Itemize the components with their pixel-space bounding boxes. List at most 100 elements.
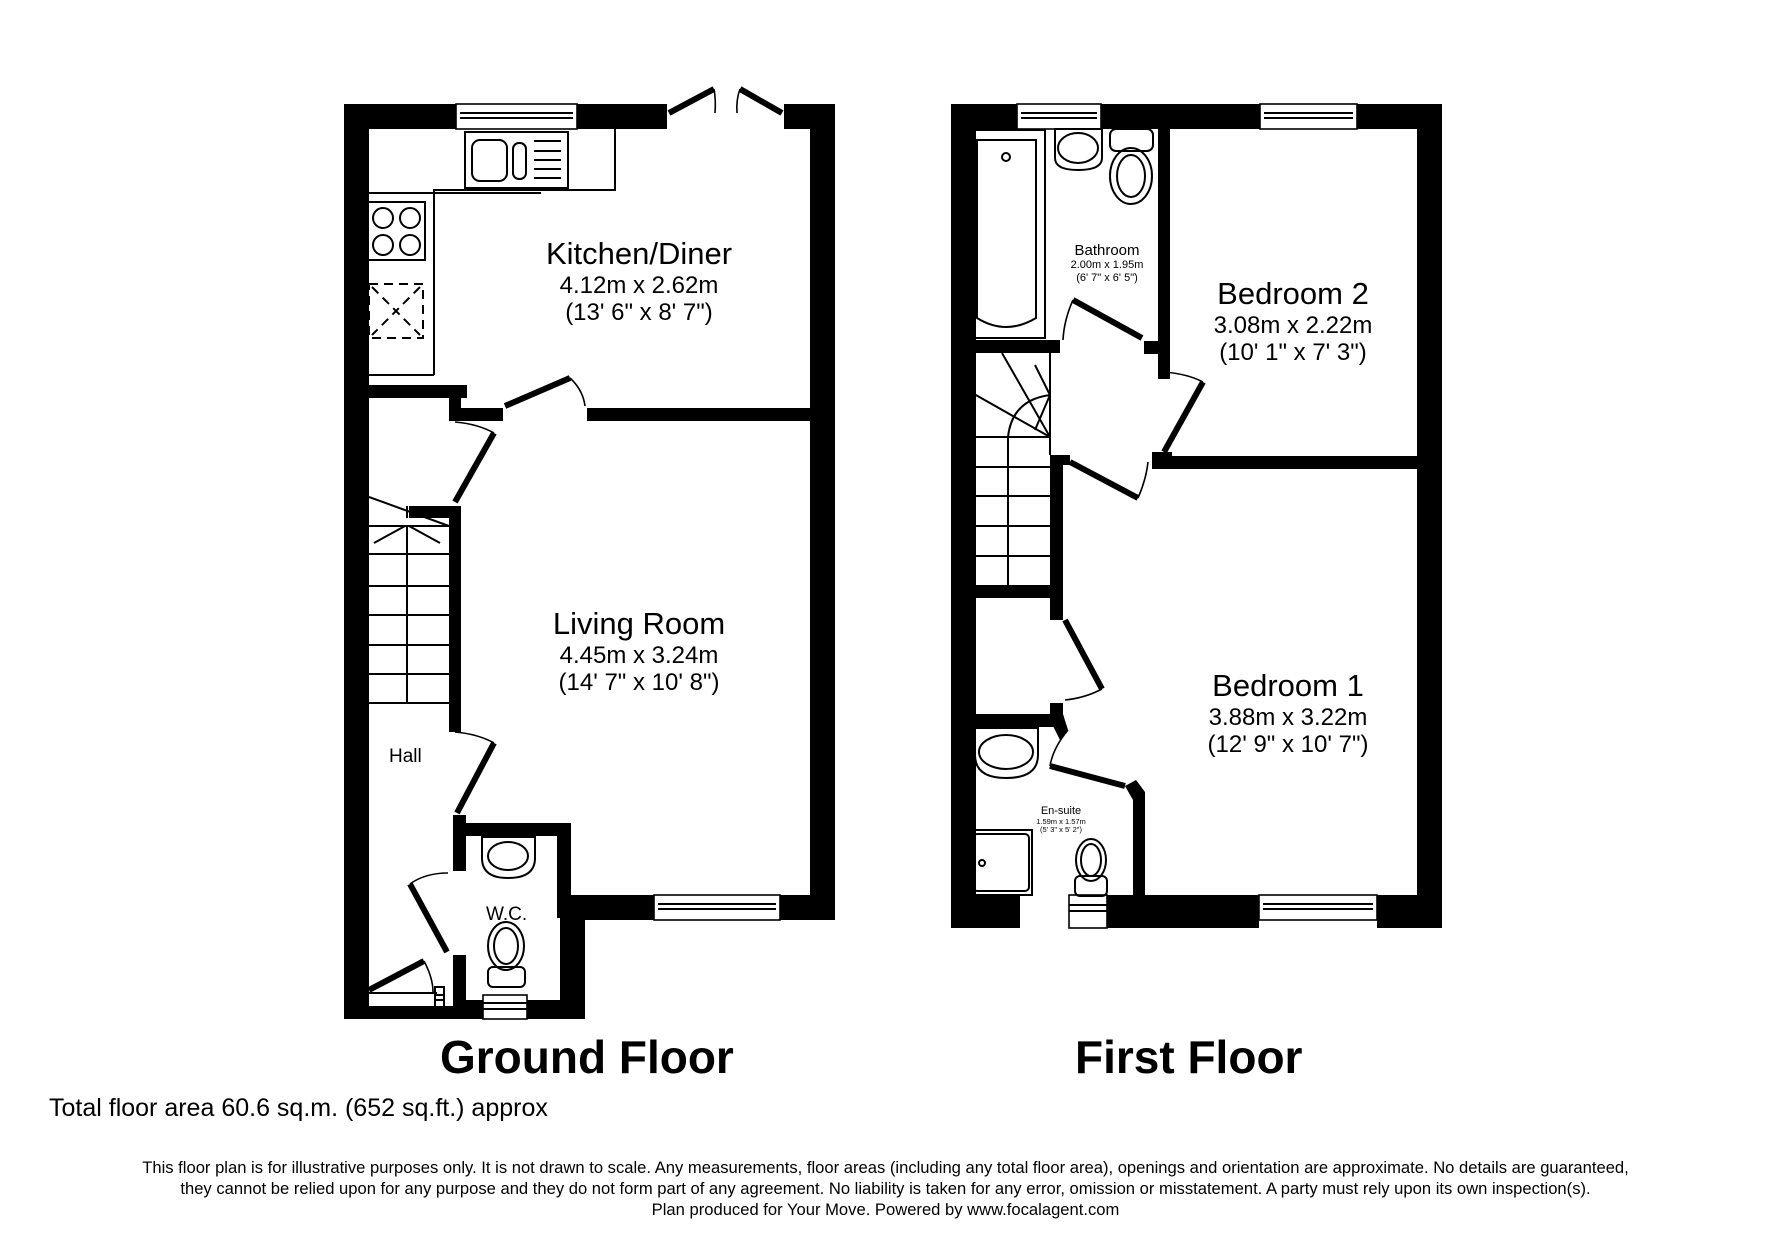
wall xyxy=(557,823,571,918)
wall xyxy=(1107,895,1259,928)
disclaimer-line: they cannot be relied upon for any purpo… xyxy=(180,1179,1591,1198)
floor-title-first: First Floor xyxy=(1075,1031,1303,1083)
room-metric: 4.45m x 3.24m xyxy=(559,641,719,669)
room-name: En-suite xyxy=(1040,805,1082,817)
wall xyxy=(1152,456,1417,469)
shower-tray-icon xyxy=(967,829,1033,896)
wall xyxy=(1152,452,1172,462)
room-imperial: (13' 6" x 8' 7") xyxy=(565,299,713,327)
basin-icon xyxy=(481,836,536,880)
room-metric: 3.08m x 2.22m xyxy=(1213,311,1373,339)
room-imperial: (10' 1" x 7' 3") xyxy=(1219,339,1367,367)
basin-icon xyxy=(974,727,1039,780)
room-name: Living Room xyxy=(552,606,726,641)
wall xyxy=(967,714,1063,727)
room-label-kitchen-diner: Kitchen/Diner 4.12m x 2.62m (13' 6" x 8'… xyxy=(514,236,764,327)
room-label-bedroom-1: Bedroom 1 3.88m x 3.22m (12' 9" x 10' 7"… xyxy=(1160,668,1416,759)
wall xyxy=(951,104,1017,129)
ground-floor-plan xyxy=(344,86,835,1020)
toilet-icon xyxy=(1109,128,1154,205)
wall xyxy=(1144,341,1170,354)
door xyxy=(454,731,497,815)
wall xyxy=(574,895,654,920)
toilet-icon xyxy=(487,921,526,988)
window xyxy=(1259,103,1358,130)
room-imperial: (6' 7" x 6' 5") xyxy=(1076,271,1138,284)
window xyxy=(1016,103,1102,130)
bathtub-icon xyxy=(968,129,1046,339)
wall xyxy=(951,895,1020,928)
wall xyxy=(587,408,810,421)
room-metric: 4.12m x 2.62m xyxy=(559,271,719,299)
door xyxy=(452,421,497,504)
room-name: Bathroom xyxy=(1074,242,1140,259)
window xyxy=(1068,894,1108,929)
wall xyxy=(967,585,1057,598)
room-label-en-suite: En-suite 1.59m x 1.57m (5' 3" x 5' 2") xyxy=(1021,805,1101,835)
room-imperial: (12' 9" x 10' 7") xyxy=(1207,731,1369,759)
window xyxy=(482,994,528,1020)
window xyxy=(1258,894,1378,921)
disclaimer-line: This floor plan is for illustrative purp… xyxy=(142,1158,1629,1177)
wall xyxy=(577,104,667,129)
room-label-bedroom-2: Bedroom 2 3.08m x 2.22m (10' 1" x 7' 3") xyxy=(1170,276,1416,367)
room-label-living-room: Living Room 4.45m x 3.24m (14' 7" x 10' … xyxy=(514,606,764,697)
room-label-wc: W.C. xyxy=(486,904,527,926)
wall xyxy=(369,385,467,398)
floor-title-ground: Ground Floor xyxy=(440,1031,734,1083)
total-floor-area: Total floor area 60.6 sq.m. (652 sq.ft.)… xyxy=(49,1094,548,1122)
room-label-hall: Hall xyxy=(389,746,422,768)
door xyxy=(1062,618,1105,701)
door xyxy=(1049,729,1126,789)
appliance-space-icon xyxy=(368,283,424,339)
room-metric: 2.00m x 1.95m xyxy=(1070,259,1144,272)
wall xyxy=(453,955,466,1015)
wall xyxy=(1158,129,1170,379)
room-label-bathroom: Bathroom 2.00m x 1.95m (6' 7" x 6' 5") xyxy=(1049,242,1165,285)
wall xyxy=(1050,455,1070,465)
wall xyxy=(1101,104,1260,129)
disclaimer-line: Plan produced for Your Move. Powered by … xyxy=(651,1200,1120,1219)
front-door xyxy=(367,958,445,1008)
french-doors xyxy=(667,86,784,116)
window xyxy=(653,894,781,921)
toilet-icon xyxy=(1074,838,1108,897)
wall xyxy=(780,895,835,920)
door xyxy=(1068,459,1149,501)
wall xyxy=(453,815,466,871)
door xyxy=(503,375,586,409)
door xyxy=(1062,297,1144,341)
window xyxy=(455,103,578,130)
wall xyxy=(1125,780,1145,900)
door xyxy=(407,872,450,954)
wall xyxy=(453,823,571,836)
wall xyxy=(810,104,835,914)
disclaimer: This floor plan is for illustrative purp… xyxy=(0,1157,1771,1220)
door xyxy=(1161,371,1206,454)
room-name: W.C. xyxy=(486,904,528,925)
wall xyxy=(1050,714,1068,740)
first-floor-plan xyxy=(951,103,1442,929)
wall xyxy=(449,506,461,732)
room-name: Bedroom 1 xyxy=(1212,668,1364,703)
wall xyxy=(951,104,976,928)
wall xyxy=(1417,104,1442,928)
staircase xyxy=(368,496,450,704)
room-metric: 3.88m x 3.22m xyxy=(1208,703,1368,731)
wall xyxy=(409,506,459,518)
basin-icon xyxy=(1054,128,1103,172)
room-imperial: (14' 7" x 10' 8") xyxy=(558,669,720,697)
room-name: Hall xyxy=(389,746,422,767)
wall xyxy=(967,340,1060,353)
room-metric: 1.59m x 1.57m xyxy=(1036,816,1086,826)
room-name: Bedroom 2 xyxy=(1217,276,1369,311)
wall xyxy=(449,408,503,421)
wall xyxy=(1377,895,1442,928)
kitchen-worktop xyxy=(369,129,616,376)
wall xyxy=(344,104,369,1019)
wall xyxy=(1050,455,1063,620)
room-name: Kitchen/Diner xyxy=(545,236,733,271)
wall xyxy=(344,104,456,129)
staircase xyxy=(966,352,1051,585)
